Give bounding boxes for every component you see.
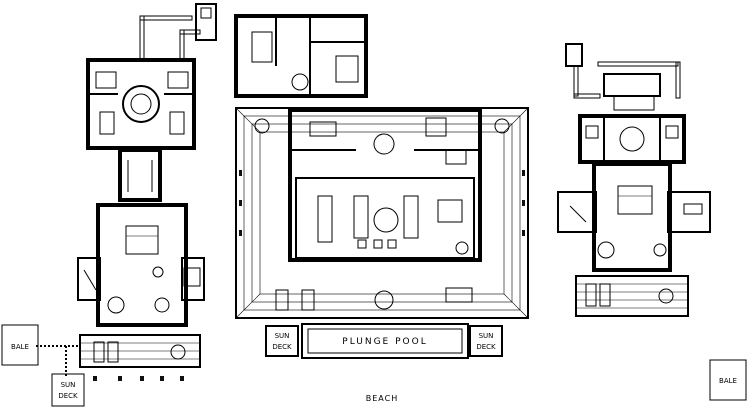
sun-deck-middle-left-label-line2: DECK: [272, 343, 292, 351]
right-living: [592, 162, 672, 272]
sun-deck-middle-right: SUN DECK: [469, 325, 503, 357]
middle-villa: [234, 14, 529, 319]
bale-left-label: BALE: [11, 343, 29, 351]
bale-left: BALE: [1, 324, 39, 366]
middle-pavilion: [288, 108, 482, 262]
right-villa: [557, 43, 711, 317]
left-corridor: [118, 148, 162, 202]
right-deck: [575, 275, 689, 317]
right-pavilion: [578, 114, 686, 164]
sun-deck-left-label-line1: SUN: [61, 381, 76, 389]
plunge-pool-label: PLUNGE POOL: [342, 337, 427, 347]
sun-deck-left-label-line2: DECK: [58, 392, 78, 400]
beach-label: BEACH: [366, 394, 398, 403]
left-garden-path: [139, 15, 201, 61]
sun-deck-middle-right-label-line1: SUN: [479, 332, 494, 340]
bale-right: BALE: [709, 359, 747, 401]
sun-deck-middle-right-label-line2: DECK: [476, 343, 496, 351]
sun-deck-middle-left: SUN DECK: [265, 325, 299, 357]
left-upper-pavilion: [86, 58, 196, 150]
plunge-pool: PLUNGE POOL: [301, 323, 469, 359]
right-garden-path: [573, 61, 681, 99]
left-outbuilding: [195, 3, 217, 41]
middle-outer-deck: [235, 107, 529, 319]
left-lower-pavilion: [96, 203, 188, 327]
sun-deck-left: SUN DECK: [51, 373, 85, 407]
sun-deck-middle-left-label-line1: SUN: [275, 332, 290, 340]
bale-right-label: BALE: [719, 377, 737, 385]
left-villa: [36, 3, 217, 381]
middle-annex: [234, 14, 368, 98]
right-outbuilding: [565, 43, 583, 67]
